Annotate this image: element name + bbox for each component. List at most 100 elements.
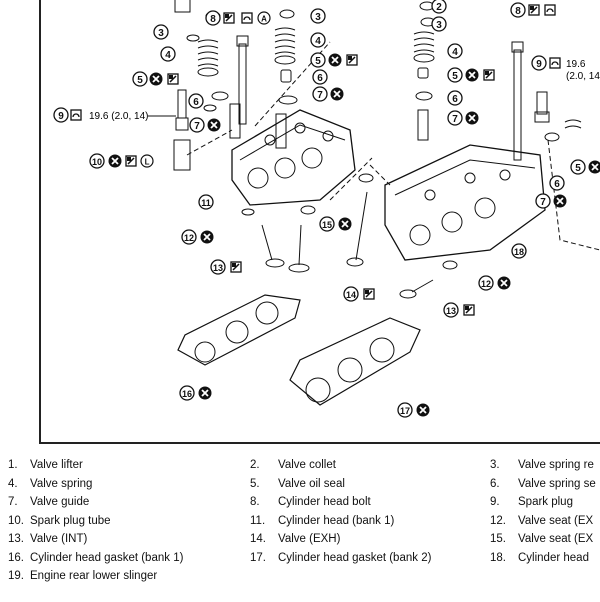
torque-spec-left: 19.6 (2.0, 14) — [89, 111, 148, 122]
callout-7-farright: 7 — [535, 193, 551, 209]
legend-item: 11. Cylinder head (bank 1) — [250, 514, 394, 528]
svg-text:3: 3 — [158, 28, 164, 39]
callout-15: 15 — [319, 216, 335, 232]
svg-text:L: L — [145, 158, 150, 167]
legend-number: 9. — [490, 496, 500, 508]
legend-number: 4. — [8, 477, 18, 490]
callout-7-left: 7 — [189, 117, 205, 133]
legend-item: 6.Valve spring se — [490, 477, 596, 491]
svg-text:7: 7 — [194, 121, 200, 132]
legend-number: 18. — [490, 551, 506, 564]
callout-2-right: 2 — [431, 0, 447, 14]
legend-label: Cylinder head gasket (bank 2) — [278, 551, 432, 564]
legend-number: 14. — [250, 533, 266, 545]
svg-text:6: 6 — [554, 179, 560, 190]
callout-4-right: 4 — [447, 43, 463, 59]
callout-5-right: 5 — [447, 67, 463, 83]
callout-3-left: 3 — [153, 24, 169, 40]
legend-item: 10.Spark plug tube — [8, 514, 111, 528]
legend-label: Cylinder head (bank 1) — [278, 514, 395, 527]
legend-item: 3.Valve spring re — [490, 458, 594, 472]
legend-label: Spark plug — [518, 496, 573, 508]
legend-number: 13. — [8, 533, 24, 545]
svg-text:8: 8 — [515, 6, 521, 17]
left-bank-group — [173, 0, 374, 366]
svg-text:6: 6 — [452, 94, 458, 105]
svg-text:5: 5 — [575, 163, 581, 174]
svg-text:3: 3 — [315, 12, 321, 23]
svg-text:13: 13 — [213, 263, 223, 273]
callout-7-right: 7 — [447, 110, 463, 126]
svg-text:A: A — [261, 15, 267, 24]
svg-text:6: 6 — [193, 97, 199, 108]
svg-text:2: 2 — [436, 2, 442, 13]
svg-text:4: 4 — [452, 47, 458, 58]
legend-item: 9. Spark plug — [490, 495, 573, 509]
diagram-svg: 3 4 5 9 6 7 10 L 8 A 3 4 5 6 7 11 — [53, 0, 600, 418]
legend-label: Cylinder head bolt — [278, 496, 371, 508]
legend-number: 2. — [250, 459, 260, 471]
legend-number: 11. — [250, 514, 266, 527]
legend-item: 15. Valve seat (EX — [490, 532, 593, 546]
callout-9-right: 9 — [531, 55, 547, 71]
callout-8-right: 8 — [510, 2, 526, 18]
svg-text:18: 18 — [514, 247, 524, 257]
callout-13-left: 13 — [210, 259, 226, 275]
callout-18: 18 — [511, 243, 527, 259]
torque-spec-right-1: 19.6 — [566, 59, 586, 70]
legend-number: 10. — [8, 514, 24, 527]
svg-text:4: 4 — [315, 36, 321, 47]
svg-text:9: 9 — [58, 111, 64, 122]
legend-item: 12. Valve seat (EX — [490, 514, 593, 528]
svg-text:10: 10 — [92, 157, 102, 167]
svg-text:12: 12 — [481, 279, 491, 289]
callout-4-left: 4 — [160, 46, 176, 62]
svg-text:4: 4 — [165, 50, 171, 61]
legend-number: 15. — [490, 533, 506, 545]
callout-3-right: 3 — [431, 16, 447, 32]
valve-spring-right-1 — [413, 31, 435, 63]
svg-text:5: 5 — [137, 75, 143, 86]
legend-label: Cylinder head — [518, 551, 589, 564]
legend-item: 18. Cylinder head — [490, 551, 589, 565]
callout-16: 16 — [179, 385, 195, 401]
legend-number: 8. — [250, 496, 260, 508]
callout-11: 11 — [198, 194, 214, 210]
legend-label: Engine rear lower slinger — [30, 570, 158, 582]
legend-label: Valve spring se — [518, 477, 596, 490]
callout-8-left: 8 — [205, 10, 221, 26]
legend-item: 7.Valve guide — [8, 495, 89, 509]
legend-label: Valve spring — [30, 477, 93, 490]
legend-label: Valve lifter — [30, 459, 83, 471]
svg-text:12: 12 — [184, 233, 194, 243]
callouts: 3 4 5 9 6 7 10 L 8 A 3 4 5 6 7 11 — [53, 0, 600, 418]
frame-left-border — [39, 0, 41, 444]
svg-text:11: 11 — [201, 198, 211, 208]
torque-spec-right-2: (2.0, 14 — [566, 71, 600, 82]
legend-label: Valve seat (EX — [518, 533, 594, 545]
exploded-diagram: 3 4 5 9 6 7 10 L 8 A 3 4 5 6 7 11 — [39, 0, 600, 444]
svg-text:3: 3 — [436, 20, 442, 31]
legend-number: 7. — [8, 496, 18, 508]
legend-number: 12. — [490, 514, 506, 527]
svg-text:5: 5 — [315, 56, 321, 67]
legend-item: 19.Engine rear lower slinger — [8, 569, 157, 583]
legend-label: Valve seat (EX — [518, 514, 594, 527]
legend-number: 16. — [8, 551, 24, 564]
svg-text:9: 9 — [536, 59, 542, 70]
callout-5-left: 5 — [132, 71, 148, 87]
svg-text:5: 5 — [452, 71, 458, 82]
callout-6-right: 6 — [447, 90, 463, 106]
svg-text:13: 13 — [446, 306, 456, 316]
valve-spring-left-2 — [274, 27, 296, 65]
legend-item: 4. Valve spring — [8, 477, 92, 491]
legend-item: 17.Cylinder head gasket (bank 2) — [250, 551, 431, 565]
callout-5-mid: 5 — [310, 52, 326, 68]
svg-text:7: 7 — [452, 114, 458, 125]
callout-6-farright: 6 — [549, 175, 565, 191]
svg-text:7: 7 — [540, 197, 546, 208]
callout-3-mid: 3 — [310, 8, 326, 24]
legend-label: Valve oil seal — [278, 477, 345, 490]
legend-label: Valve collet — [278, 459, 336, 471]
